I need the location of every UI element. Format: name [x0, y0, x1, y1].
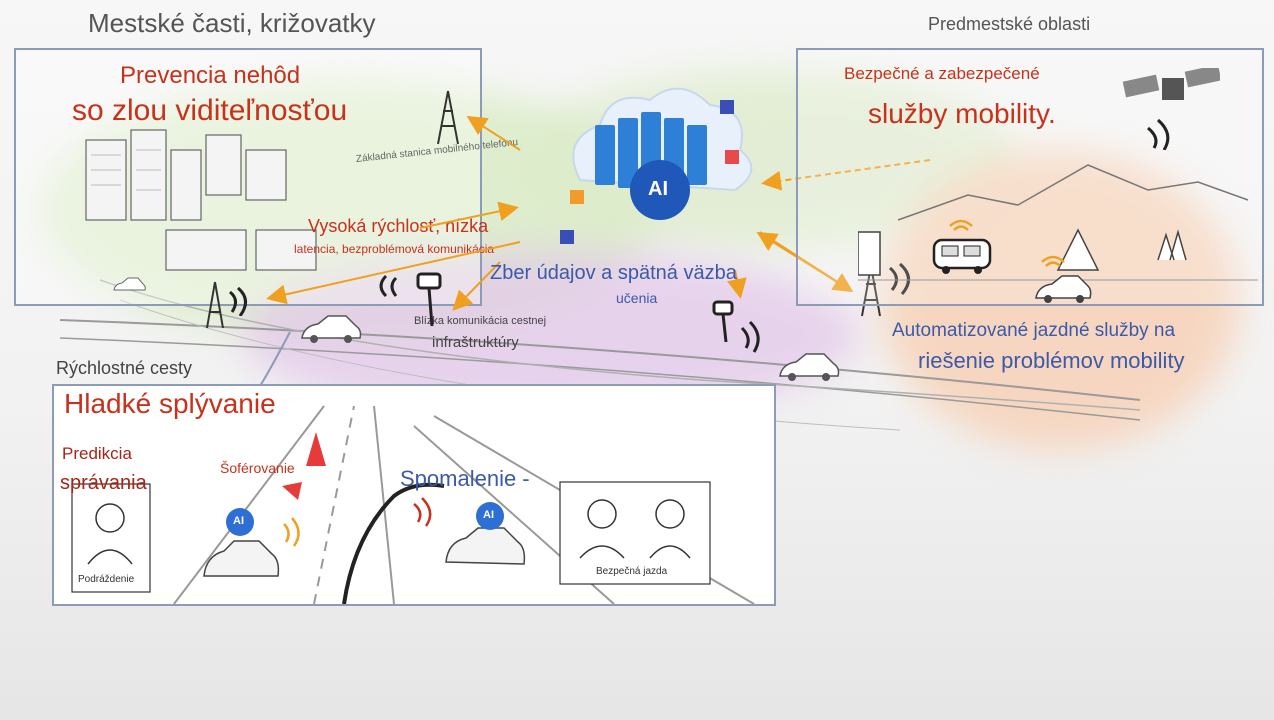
bus-icon [932, 238, 992, 274]
slowdown-label: Spomalenie - [400, 466, 530, 491]
car-icon [779, 353, 840, 381]
nearby-comm-label-1: Blízka komunikácia cestnej [414, 315, 547, 327]
city-illustration [85, 129, 317, 271]
zone-orange [880, 150, 1240, 450]
ai-cloud-icon [560, 87, 753, 244]
car-icon [113, 277, 146, 291]
urban-title: Mestské časti, križovatky [88, 8, 376, 38]
comm-label-2: latencia, bezproblémová komunikácia [294, 242, 495, 256]
wifi-icon [949, 219, 973, 231]
steering-label: Šoférovanie [220, 460, 295, 476]
learning-label: učenia [616, 290, 658, 306]
predict-label-2: správania [60, 472, 147, 494]
highway-callout-pointer [259, 331, 291, 387]
comm-label-1: Vysoká rýchlosť, nízka [308, 216, 489, 236]
nearby-comm-label-2: infraštruktúry [432, 334, 519, 351]
signal-waves-icon [228, 286, 247, 316]
highway-road-illustration [71, 405, 755, 604]
data-feedback-label: Zber údajov a spätná väzba [490, 262, 737, 284]
car-icon [1035, 275, 1092, 303]
roadside-unit-icon [379, 272, 442, 327]
auto-service-label-2: riešenie problémov mobility [918, 348, 1185, 373]
urban-panel: Prevencia nehôd so zlou viditeľnosťou Zá… [14, 48, 519, 306]
suburban-headline-1: Bezpečné a zabezpečené [844, 64, 1040, 83]
urban-headline-2: so zlou viditeľnosťou [72, 94, 348, 127]
irritation-label: Podráždenie [78, 574, 135, 585]
auto-service-label-1: Automatizované jazdné služby na [892, 320, 1176, 341]
signal-waves-icon [888, 262, 910, 295]
highway-headline: Hladké splývanie [64, 388, 276, 419]
car-icon [301, 315, 362, 343]
cell-tower-icon [206, 281, 224, 329]
ai-label: AI [648, 178, 668, 200]
cell-tower-icon [861, 265, 881, 317]
cell-tower-icon [437, 90, 459, 145]
ai-badge-left: AI [233, 515, 244, 527]
satellite-icon [1122, 68, 1220, 150]
suburban-panel: Bezpečné a zabezpečené služby mobility. [796, 48, 1264, 306]
safe-drive-label: Bezpečná jazda [596, 566, 668, 577]
suburban-headline-2: služby mobility. [868, 98, 1056, 129]
ai-badge-right: AI [483, 509, 494, 521]
urban-headline-1: Prevencia nehôd [120, 62, 301, 89]
highway-panel: Hladké splývanie Predikcia správania Šof… [52, 384, 776, 606]
suburban-title: Predmestské oblasti [928, 14, 1091, 34]
highway-title: Rýchlostné cesty [56, 358, 193, 378]
wifi-icon [1041, 255, 1065, 267]
predict-label-1: Predikcia [62, 444, 132, 463]
roadside-unit-icon [712, 300, 760, 353]
